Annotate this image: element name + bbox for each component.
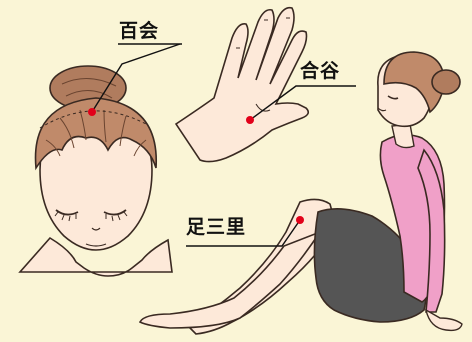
zusanli-label: 足三里 [186, 218, 246, 237]
seated-figure [140, 52, 462, 334]
hegu-label: 合谷 [300, 62, 340, 81]
side-bun [432, 70, 460, 94]
head-figure [20, 66, 172, 276]
hand-on-floor [426, 310, 462, 330]
hand-shape [176, 8, 308, 162]
hegu-point [246, 116, 254, 124]
baihui-label: 百会 [119, 22, 159, 41]
hand-figure [176, 8, 308, 162]
zusanli-point [296, 216, 304, 224]
baihui-point [88, 108, 96, 116]
